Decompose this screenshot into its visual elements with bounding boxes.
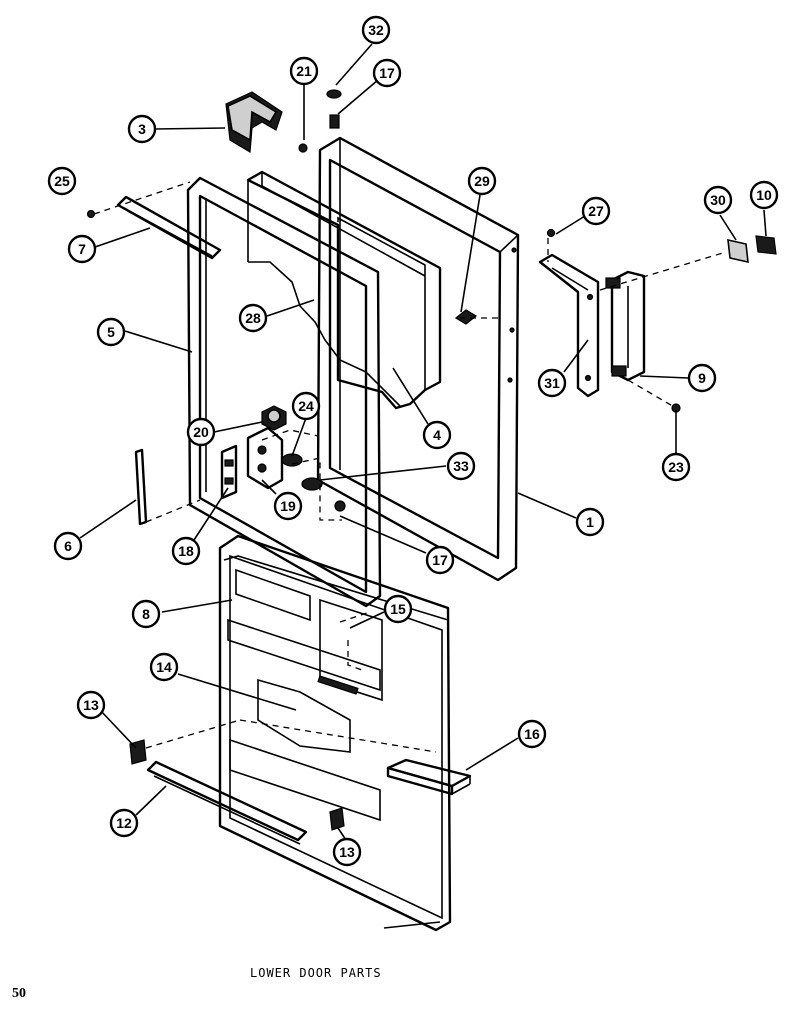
svg-text:18: 18 [178,543,194,559]
lower-door-part-8 [218,534,452,932]
callout-14: 14 [149,652,179,682]
diagram-caption: LOWER DOOR PARTS [250,966,382,980]
callout-29: 29 [467,166,497,196]
callout-4: 4 [422,420,452,450]
plate-part-30 [727,238,749,264]
svg-text:20: 20 [193,424,209,440]
callout-17: 17 [372,58,402,88]
svg-text:25: 25 [54,173,70,189]
svg-text:4: 4 [433,427,441,443]
svg-text:28: 28 [245,310,261,326]
svg-text:15: 15 [390,601,406,617]
top-fasteners [86,89,681,413]
page-number: 50 [12,986,26,1001]
svg-text:19: 19 [280,498,296,514]
callout-7: 7 [67,234,97,264]
door-liner-part-4 [246,170,442,410]
side-strip-part-6 [134,448,148,526]
svg-text:31: 31 [544,375,560,391]
svg-text:23: 23 [668,459,684,475]
callout-1: 1 [575,507,605,537]
callout-32: 32 [361,15,391,45]
leader-lines [79,43,767,841]
callout-18: 18 [171,536,201,566]
callout-5: 5 [96,317,126,347]
callout-19: 19 [273,491,303,521]
hinge-bracket-part-31 [538,253,600,398]
svg-text:7: 7 [78,241,86,257]
svg-text:30: 30 [710,192,726,208]
svg-text:3: 3 [138,121,146,137]
svg-text:27: 27 [588,203,604,219]
callout-25: 25 [47,166,77,196]
callout-20: 20 [186,417,216,447]
bottom-trim-part-12 [146,760,308,845]
callout-23: 23 [661,452,691,482]
svg-text:29: 29 [474,173,490,189]
svg-text:5: 5 [107,324,115,340]
clip-part-13 [129,739,345,831]
callout-17b: 17 [425,545,455,575]
svg-text:17: 17 [379,65,395,81]
assembly-lines [93,181,727,753]
plate-part-10 [755,235,777,255]
svg-text:21: 21 [296,63,312,79]
callout-33: 33 [446,451,476,481]
svg-text:33: 33 [453,458,469,474]
callout-6: 6 [53,531,83,561]
svg-text:9: 9 [698,370,706,386]
tray-part-16 [386,758,472,796]
svg-text:13: 13 [339,844,355,860]
svg-text:6: 6 [64,538,72,554]
callout-8: 8 [131,599,161,629]
callout-15: 15 [383,594,413,624]
svg-text:8: 8 [142,606,150,622]
door-panel-part-1 [316,136,520,582]
svg-text:24: 24 [298,398,314,414]
callout-31: 31 [537,368,567,398]
callout-21: 21 [289,56,319,86]
callout-13: 13 [76,690,106,720]
svg-text:32: 32 [368,22,384,38]
callout-27: 27 [581,196,611,226]
callout-3: 3 [127,114,157,144]
callout-24: 24 [291,391,321,421]
svg-text:16: 16 [524,726,540,742]
callout-10: 10 [749,180,779,210]
svg-text:13: 13 [83,697,99,713]
handle-part-9 [605,270,646,382]
hinge-cover-part-3 [225,91,283,154]
callout-9: 9 [687,363,717,393]
svg-text:1: 1 [586,514,594,530]
callout-12: 12 [109,808,139,838]
svg-text:12: 12 [116,815,132,831]
callout-28: 28 [238,303,268,333]
top-trim-part-7 [116,195,222,260]
svg-text:10: 10 [756,187,772,203]
door-frame-part-5 [186,176,382,608]
callout-13b: 13 [332,837,362,867]
callout-16: 16 [517,719,547,749]
callout-30: 30 [703,185,733,215]
svg-text:17: 17 [432,552,448,568]
svg-text:14: 14 [156,659,172,675]
